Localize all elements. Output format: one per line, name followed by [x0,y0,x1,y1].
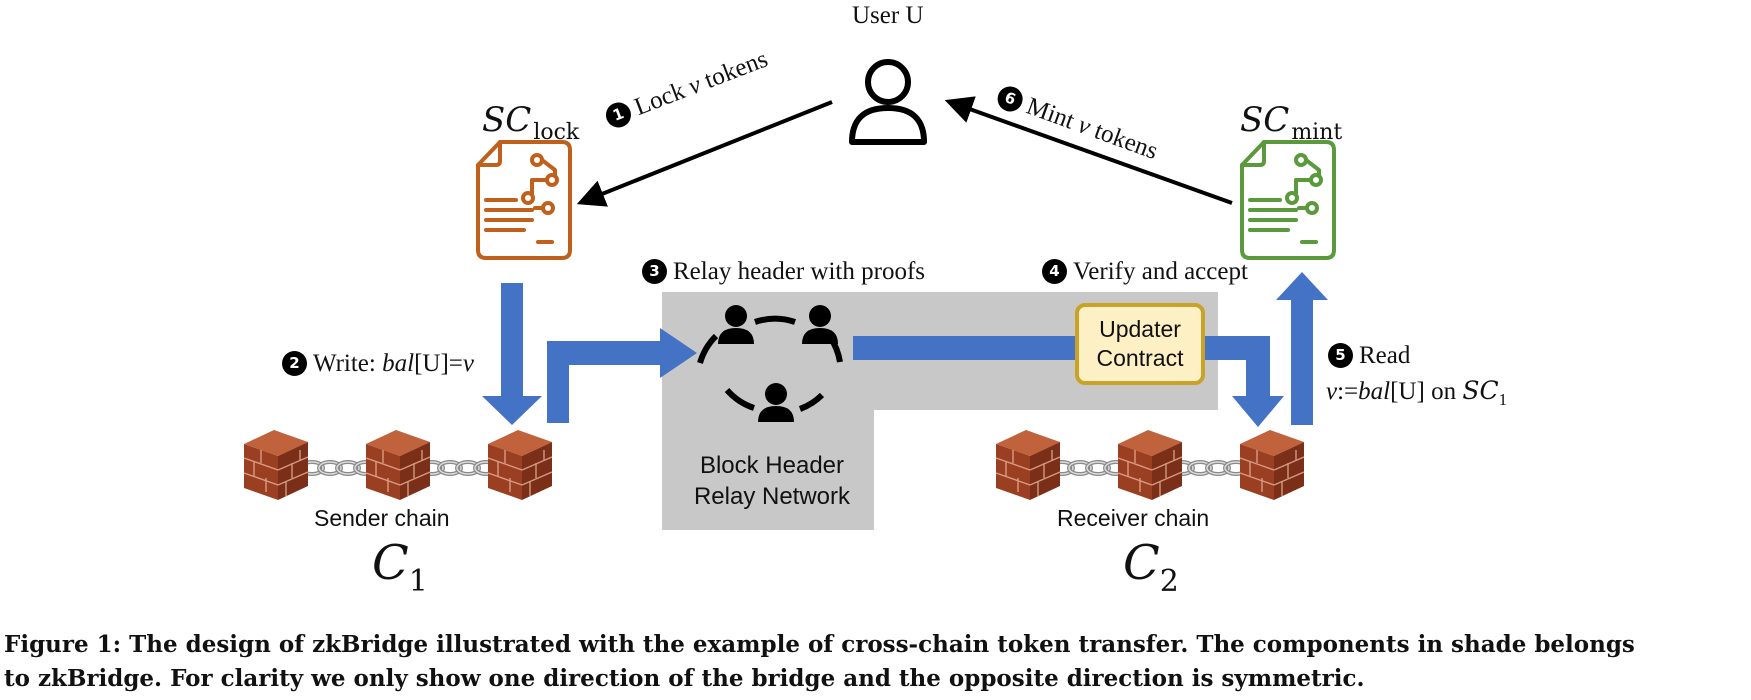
step-5-detail: v:=bal[U] on SC1 [1326,376,1508,409]
sc-lock-document-icon [476,140,572,260]
arrow-read-balance [1276,272,1328,425]
sc-mint-document-icon [1240,140,1336,260]
caption-line-2: to zkBridge. For clarity we only show on… [4,665,1365,692]
receiver-chain-symbol: C2 [1123,535,1179,599]
caption-line-1: Figure 1: The design of zkBridge illustr… [4,631,1635,658]
user-icon [849,59,927,145]
sc-lock-label: SClock [482,100,580,145]
receiver-chain-icon [995,429,1305,501]
sender-chain-icon [243,429,553,501]
relay-network-icon [697,305,843,422]
arrow-mint-tokens [944,96,1233,205]
diagram-canvas [243,59,1336,530]
step-3-number: 3 [642,258,667,284]
sc-mint-label: SCmint [1240,100,1343,145]
sender-chain-symbol: C1 [372,535,428,599]
step-5-number: 5 [1328,342,1353,368]
figure-caption: Figure 1: The design of zkBridge illustr… [4,628,1749,696]
arrow-write-balance [482,283,542,425]
step-4-number: 4 [1042,258,1067,284]
user-label: User U [852,2,924,29]
arrow-to-relay [547,328,697,423]
sender-chain-label: Sender chain [314,505,450,531]
step-2-number: 2 [282,350,307,376]
receiver-chain-label: Receiver chain [1057,505,1210,531]
arrow-lock-tokens [576,100,833,207]
